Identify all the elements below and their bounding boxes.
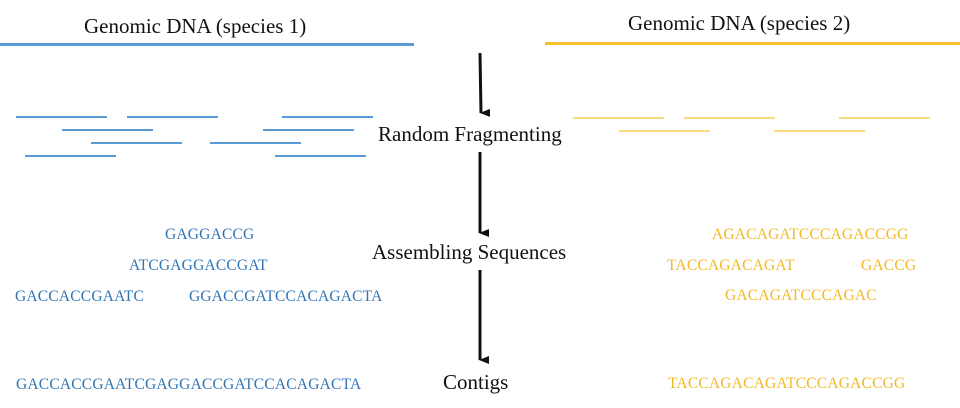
step-random-fragmenting: Random Fragmenting <box>378 122 562 146</box>
species1-fragment <box>127 116 218 118</box>
species2-read: AGACAGATCCCAGACCGG <box>712 226 909 243</box>
species1-fragment <box>282 116 373 118</box>
species1-read: GACCACCGAATC <box>15 288 145 305</box>
species2-fragment <box>619 130 710 132</box>
species1-fragment <box>16 116 107 118</box>
species2-title: Genomic DNA (species 2) <box>628 11 851 35</box>
step-assembling-sequences: Assembling Sequences <box>372 240 567 264</box>
species1-genome-bar <box>0 43 414 46</box>
species2-fragment <box>774 130 865 132</box>
species2-fragment <box>684 117 775 119</box>
species1-read: ATCGAGGACCGAT <box>129 257 268 274</box>
species2-genome-bar <box>545 42 960 45</box>
species2-fragment <box>839 117 930 119</box>
species1-fragment <box>91 142 182 144</box>
species2-read: TACCAGACAGAT <box>667 257 795 274</box>
species2-read: GACCG <box>861 257 917 274</box>
species1-fragment <box>263 129 354 131</box>
species2-fragment <box>573 117 664 119</box>
species1-fragment <box>275 155 366 157</box>
species1-read: GAGGACCG <box>165 226 255 243</box>
species1-fragment <box>25 155 116 157</box>
arrow-genome-to-fragments <box>478 52 491 117</box>
species2-contig: TACCAGACAGATCCCAGACCGG <box>668 375 906 392</box>
step-contigs: Contigs <box>443 370 509 394</box>
species1-fragment <box>62 129 153 131</box>
species1-fragment <box>210 142 301 144</box>
species1-contig: GACCACCGAATCGAGGACCGATCCACAGACTA <box>16 376 362 393</box>
species1-title: Genomic DNA (species 1) <box>84 14 307 38</box>
species1-read: GGACCGATCCACAGACTA <box>189 288 383 305</box>
species2-read: GACAGATCCCAGAC <box>725 287 877 304</box>
